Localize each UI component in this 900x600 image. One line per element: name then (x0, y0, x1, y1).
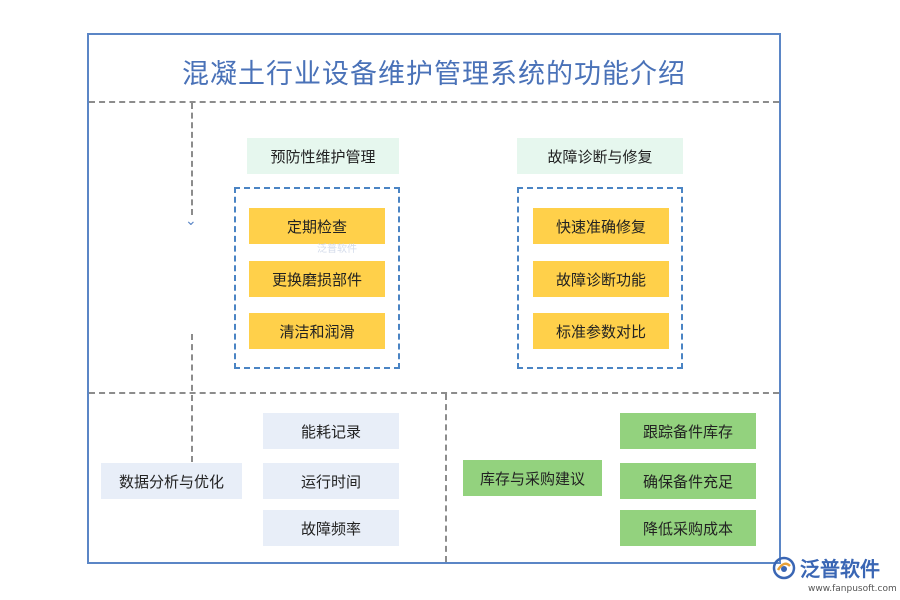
item-reduce-cost: 降低采购成本 (620, 510, 756, 546)
preventive-label: 预防性维护管理 (247, 138, 399, 174)
divider-middle (89, 392, 779, 394)
item-parameter-compare: 标准参数对比 (533, 313, 669, 349)
item-ensure-spares: 确保备件充足 (620, 463, 756, 499)
item-regular-inspection: 定期检查 (249, 208, 385, 244)
item-clean-lubricate: 清洁和润滑 (249, 313, 385, 349)
watermark-text: 泛普软件 (317, 244, 357, 255)
divider-bottom-vertical (445, 394, 447, 562)
logo-url: www.fanpusoft.com (808, 584, 897, 594)
item-track-inventory: 跟踪备件库存 (620, 413, 756, 449)
item-run-time: 运行时间 (263, 463, 399, 499)
item-energy-record: 能耗记录 (263, 413, 399, 449)
preventive-box (234, 187, 400, 369)
connector-line-upper (191, 103, 193, 215)
inventory-label: 库存与采购建议 (463, 460, 602, 496)
item-replace-worn-parts: 更换磨损部件 (249, 261, 385, 297)
arrow-down-icon: ⌄ (185, 213, 197, 229)
analysis-label: 数据分析与优化 (101, 463, 242, 499)
fanpu-logo-icon (772, 556, 796, 579)
diagram-frame (87, 33, 781, 564)
logo-name: 泛普软件 (800, 557, 880, 581)
diagnosis-box (517, 187, 683, 369)
item-fast-repair: 快速准确修复 (533, 208, 669, 244)
item-fault-diagnosis: 故障诊断功能 (533, 261, 669, 297)
diagram-title: 混凝土行业设备维护管理系统的功能介绍 (182, 59, 686, 90)
item-fault-frequency: 故障频率 (263, 510, 399, 546)
brand-logo: 泛普软件 (772, 553, 880, 582)
divider-top (89, 101, 779, 103)
diagnosis-label: 故障诊断与修复 (517, 138, 683, 174)
connector-line-lower (191, 334, 193, 462)
